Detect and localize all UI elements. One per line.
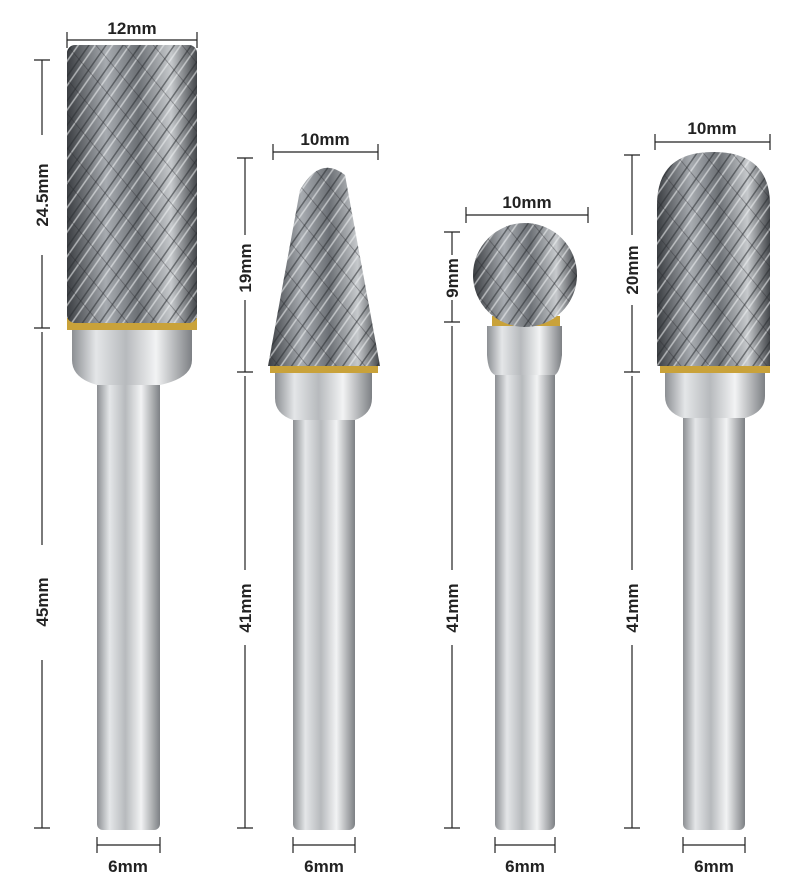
burr4-head-diameter-label: 10mm (687, 119, 736, 138)
burr3-shank-diameter-label: 6mm (505, 857, 545, 876)
burr-cylinder-ball-nose (657, 152, 770, 830)
carbide-head (268, 167, 380, 366)
carbide-head (473, 223, 577, 327)
carbide-head (657, 152, 770, 366)
shank (97, 370, 160, 830)
shank (495, 360, 555, 830)
burr2-head-diameter-label: 10mm (300, 130, 349, 149)
collar (72, 330, 192, 385)
shank (293, 405, 355, 830)
burr-ball (473, 223, 577, 830)
carbide-head (67, 45, 197, 323)
burr-cylinder (67, 45, 197, 830)
burr4-head-length-label: 20mm (623, 245, 642, 294)
burr1-head-diameter-label: 12mm (107, 19, 156, 38)
collar (665, 372, 765, 418)
burr1-shank-length-label: 45mm (33, 577, 52, 626)
burr1-shank-diameter-label: 6mm (108, 857, 148, 876)
burr3-head-length-label: 9mm (443, 258, 462, 298)
burr2-head-length-label: 19mm (236, 243, 255, 292)
burr3-shank-length-label: 41mm (443, 583, 462, 632)
shank (683, 400, 745, 830)
collar (275, 372, 372, 420)
braze-ring (270, 362, 378, 373)
burr2-shank-diameter-label: 6mm (304, 857, 344, 876)
collar (487, 326, 562, 375)
dimension-lines (34, 32, 771, 853)
burr4-shank-length-label: 41mm (623, 583, 642, 632)
burr2-shank-length-label: 41mm (236, 583, 255, 632)
burr3-head-diameter-label: 10mm (502, 193, 551, 212)
braze-ring (660, 362, 770, 373)
burr4-shank-diameter-label: 6mm (694, 857, 734, 876)
burr-tree-pointed (268, 167, 380, 830)
burr1-head-length-label: 24.5mm (33, 163, 52, 226)
